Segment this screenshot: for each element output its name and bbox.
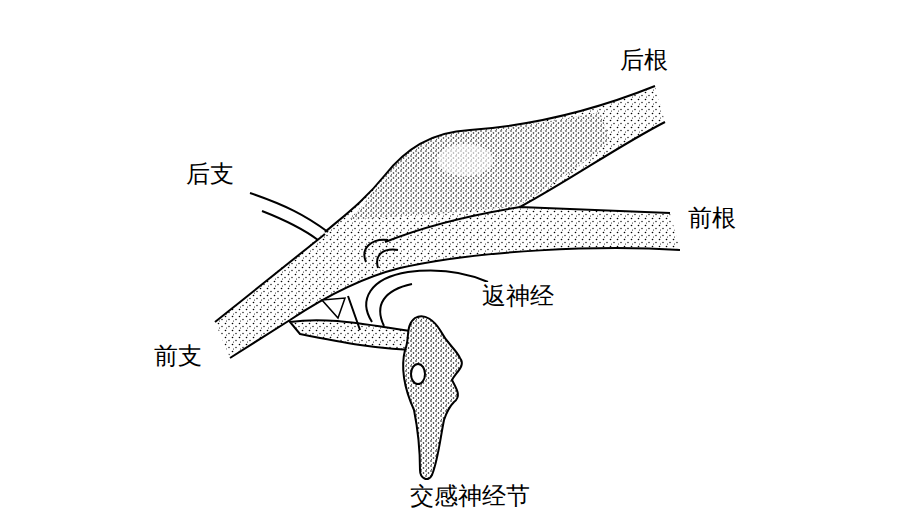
part-label: 交感神经节 xyxy=(408,482,532,511)
sympathetic-ganglion xyxy=(403,316,462,479)
part-label: 返神经 xyxy=(480,282,556,311)
rami-communicantes xyxy=(290,296,422,350)
part-label: 后支 xyxy=(184,160,236,189)
nerve-trunk xyxy=(215,86,680,358)
part-label: 前根 xyxy=(686,204,738,233)
recurrent-nerve xyxy=(364,240,488,326)
part-label: 前支 xyxy=(152,342,204,371)
part-label: 后根 xyxy=(618,46,670,75)
